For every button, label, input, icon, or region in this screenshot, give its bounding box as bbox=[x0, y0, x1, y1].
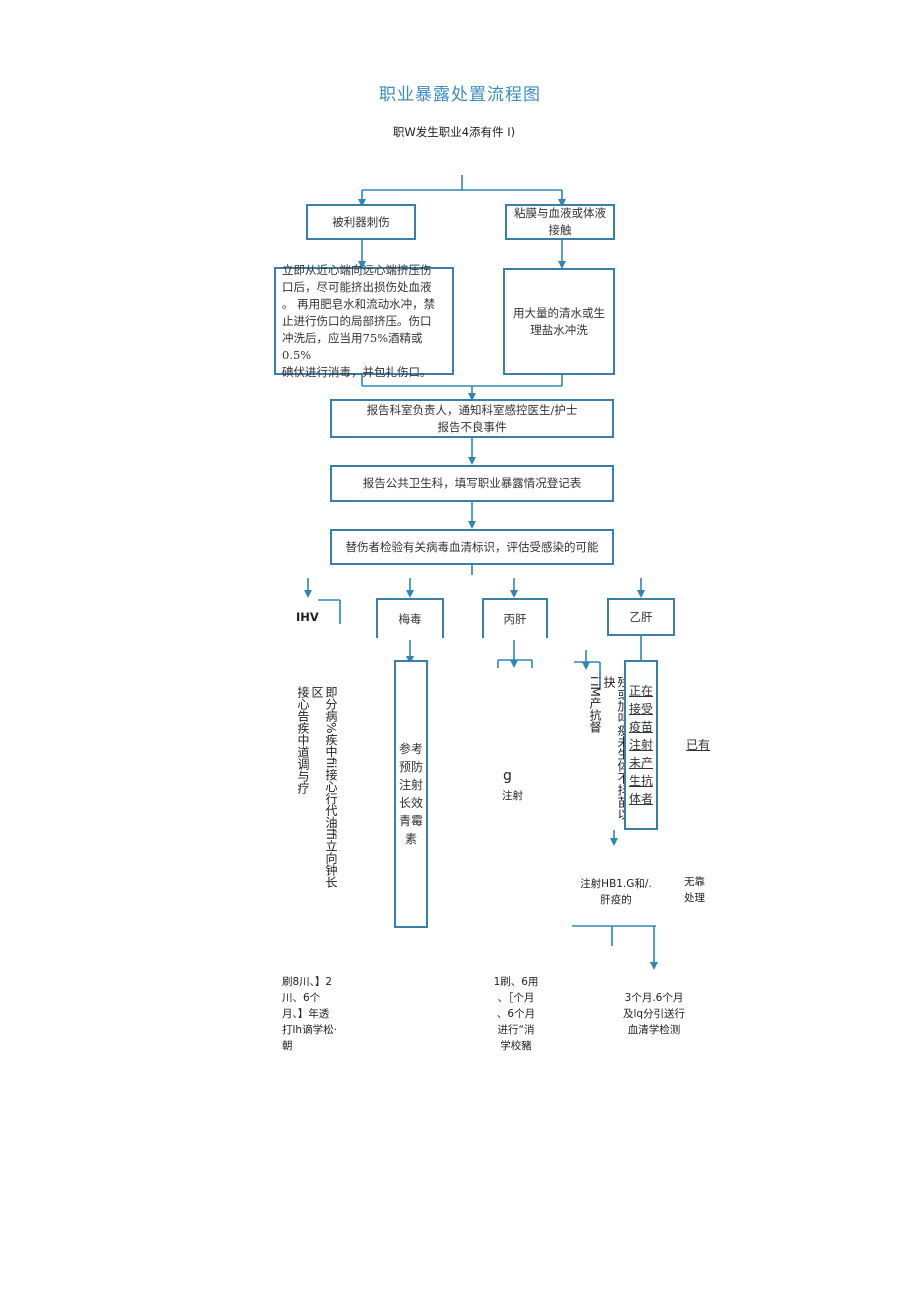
wound-treatment-box: 立即从近心端向远心端挤压伤 口后，尽可能挤出损伤处血液 。 再用肥皂水和流动水冲… bbox=[274, 263, 454, 379]
syphilis-treatment-box: 参考 预防 注射 长效 青霉 素 bbox=[394, 660, 428, 928]
hepatitis-c-box: 丙肝 bbox=[482, 598, 548, 638]
report-dept-box: 报告科室负责人，通知科室感控医生/护士 报告不良事件 bbox=[330, 399, 614, 438]
page-title: 职业暴露处置流程图 bbox=[379, 85, 541, 105]
hepatitis-b-vaccinated-box: 正在 接受 疫苗 注射 未产 生抗 体者 bbox=[624, 660, 658, 830]
hiv-followup-note: 刷8川、】2 川、6个 月、】年透 打lh谪学松· 朝 bbox=[282, 976, 337, 1052]
hepatitis-c-inject: 注射 bbox=[502, 790, 523, 802]
hiv-label: IHV bbox=[296, 610, 319, 624]
mucosa-contact-box: 粘膜与血液或体液 接触 bbox=[505, 204, 615, 240]
hepatitis-c-g: g bbox=[503, 768, 512, 784]
hepatitis-c-followup-note: 1刷、6用 、［个月 、6个月 进行“消 学校豬 bbox=[493, 976, 539, 1052]
syphilis-box: 梅毒 bbox=[376, 598, 444, 638]
hepatitis-b-followup-note: 3个月.6个月 及lq分引送行 血清学检测 bbox=[622, 992, 686, 1036]
already-has-antibody: 已有 bbox=[686, 738, 711, 752]
subtitle: 职W发生职业4添有件 I) bbox=[392, 125, 516, 139]
syphilis-treatment-text: 参考 预防 注射 长效 青霉 素 bbox=[398, 742, 423, 846]
hepatitis-b-vaccinated-text: 正在 接受 疫苗 注射 未产 生抗 体者 bbox=[628, 684, 653, 806]
hiv-instructions: 即分病%疾中fii接心行代油ffi立向钟长区 接心告疾中道调与疗 bbox=[296, 686, 338, 888]
no-treatment-note: 无靠 处理 bbox=[684, 876, 705, 904]
hepatitis-b-box: 乙肝 bbox=[607, 598, 675, 636]
hbig-injection-note: 注射HB1.G和/. 肝疫的 bbox=[580, 878, 652, 906]
sharp-injury-box: 被利器刺伤 bbox=[306, 204, 416, 240]
rinse-box: 用大量的清水或生 理盐水冲洗 bbox=[503, 268, 615, 375]
evaluate-infection-box: 替伤者检验有关病毒血清标识，评估受感染的可能 bbox=[330, 529, 614, 565]
report-public-health-box: 报告公共卫生科，填写职业暴露情况登记表 bbox=[330, 465, 614, 502]
